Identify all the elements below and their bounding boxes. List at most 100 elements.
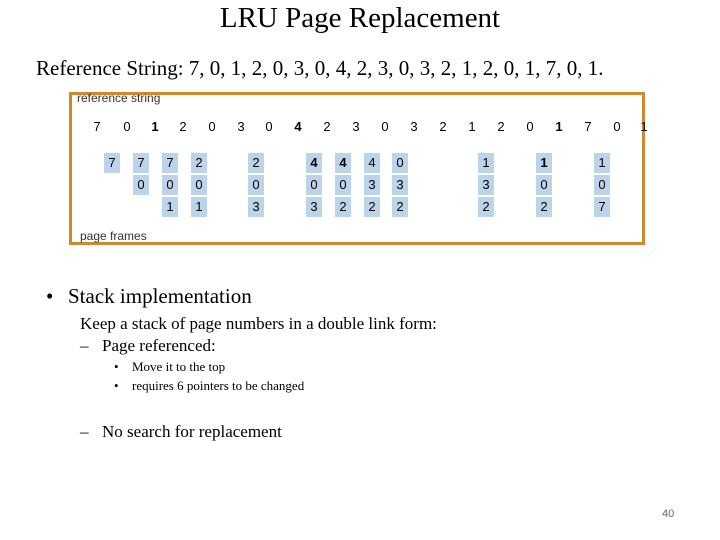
frame-value: 1 [166,199,174,214]
sub-bullet-move-to-top: • Move it to the top [114,358,225,376]
reference-value: 2 [439,119,447,134]
frame-cell: 0 [306,175,322,195]
frame-value: 4 [368,155,376,170]
frame-value: 1 [540,155,548,170]
frame-value: 3 [396,177,404,192]
frame-column: 1 0 7 [594,153,610,219]
reference-value: 0 [381,119,389,134]
frame-cell: 7 [133,153,149,173]
frame-cell: 4 [364,153,380,173]
frame-cell: 4 [306,153,322,173]
frame-value: 2 [396,199,404,214]
frame-value: 0 [137,177,145,192]
frame-value: 0 [598,177,606,192]
frame-value: 0 [540,177,548,192]
frame-cell: 0 [392,153,408,173]
figure-label-reference-string: reference string [77,91,161,105]
frame-value: 3 [252,199,260,214]
frame-value: 2 [252,155,260,170]
frame-value: 2 [482,199,490,214]
frame-cell: 3 [364,175,380,195]
frame-value: 0 [252,177,260,192]
frame-column: 7 [104,153,120,219]
reference-value: 7 [93,119,101,134]
reference-value: 4 [294,119,302,134]
sub-bullet-text: requires 6 pointers to be changed [132,378,305,393]
frame-value: 7 [598,199,606,214]
frame-cell: 7 [162,153,178,173]
frame-value: 7 [137,155,145,170]
frame-value: 2 [368,199,376,214]
frame-cell: 2 [536,197,552,217]
frame-value: 2 [339,199,347,214]
reference-value: 1 [640,119,648,134]
frame-cell: 1 [536,153,552,173]
frame-column: 4 3 2 [364,153,380,219]
frame-value: 1 [598,155,606,170]
bullet-dot-icon: • [46,284,54,308]
frame-column: 4 0 2 [335,153,351,219]
frame-column: 1 3 2 [478,153,494,219]
bullet-dot-icon: • [114,359,119,374]
frame-cell: 3 [478,175,494,195]
frame-cell: 2 [392,197,408,217]
reference-value: 2 [497,119,505,134]
dash-icon: – [80,422,89,441]
frame-cell: 3 [248,197,264,217]
frame-value: 1 [195,199,203,214]
frame-cell: 3 [392,175,408,195]
frame-value: 0 [166,177,174,192]
reference-value: 0 [265,119,273,134]
frame-cell: 0 [162,175,178,195]
frame-cell [104,175,120,195]
frame-cell: 3 [306,197,322,217]
frame-value: 0 [310,177,318,192]
frame-value: 7 [108,155,116,170]
frame-column: 2 0 3 [248,153,264,219]
frame-column: 7 0 1 [162,153,178,219]
bullet-stack-implementation: • Stack implementation [46,283,252,309]
frame-value: 0 [339,177,347,192]
frame-value: 2 [195,155,203,170]
dash-item-page-referenced: –Page referenced: [80,335,216,357]
frame-column: 0 3 2 [392,153,408,219]
frame-cell: 2 [248,153,264,173]
reference-value: 0 [123,119,131,134]
frame-cell: 1 [594,153,610,173]
reference-value: 2 [179,119,187,134]
frame-value: 0 [195,177,203,192]
frame-value: 3 [368,177,376,192]
frame-column: 1 0 2 [536,153,552,219]
sub-bullet-pointers: • requires 6 pointers to be changed [114,377,304,395]
reference-value: 3 [237,119,245,134]
dash-icon: – [80,336,89,355]
frame-cell: 2 [478,197,494,217]
reference-value: 1 [468,119,476,134]
slide-title: LRU Page Replacement [219,2,501,34]
frame-value: 3 [310,199,318,214]
frame-value: 2 [540,199,548,214]
frame-cell: 7 [594,197,610,217]
frame-column: 4 0 3 [306,153,322,219]
frame-value: 7 [166,155,174,170]
frame-cell: 2 [335,197,351,217]
frame-value: 1 [482,155,490,170]
figure-label-page-frames: page frames [80,229,147,243]
reference-value: 0 [208,119,216,134]
dash-item-text: Page referenced: [102,336,216,355]
frame-cell: 1 [478,153,494,173]
sub-bullet-text: Move it to the top [132,359,226,374]
reference-value: 7 [584,119,592,134]
frame-cell [104,197,120,217]
frame-cell: 0 [133,175,149,195]
stack-description: Keep a stack of page numbers in a double… [80,314,437,333]
bullet-text: Stack implementation [68,284,252,308]
bullet-dot-icon: • [114,378,119,393]
frame-value: 3 [482,177,490,192]
reference-value: 0 [613,119,621,134]
reference-value: 3 [410,119,418,134]
frame-cell: 1 [191,197,207,217]
frame-cell: 4 [335,153,351,173]
